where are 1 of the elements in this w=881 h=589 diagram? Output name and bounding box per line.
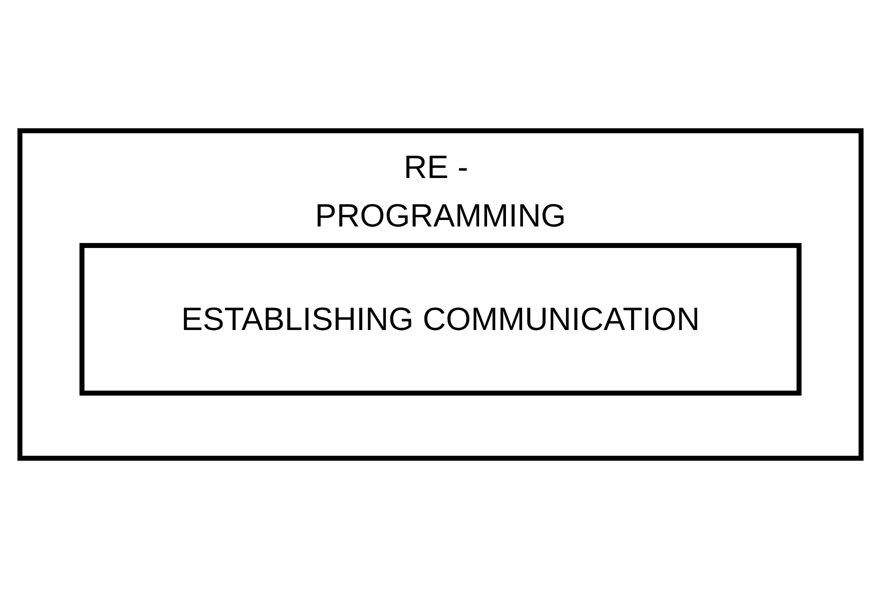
node-box: ESTABLISHING COMMUNICATION: [79, 243, 802, 396]
